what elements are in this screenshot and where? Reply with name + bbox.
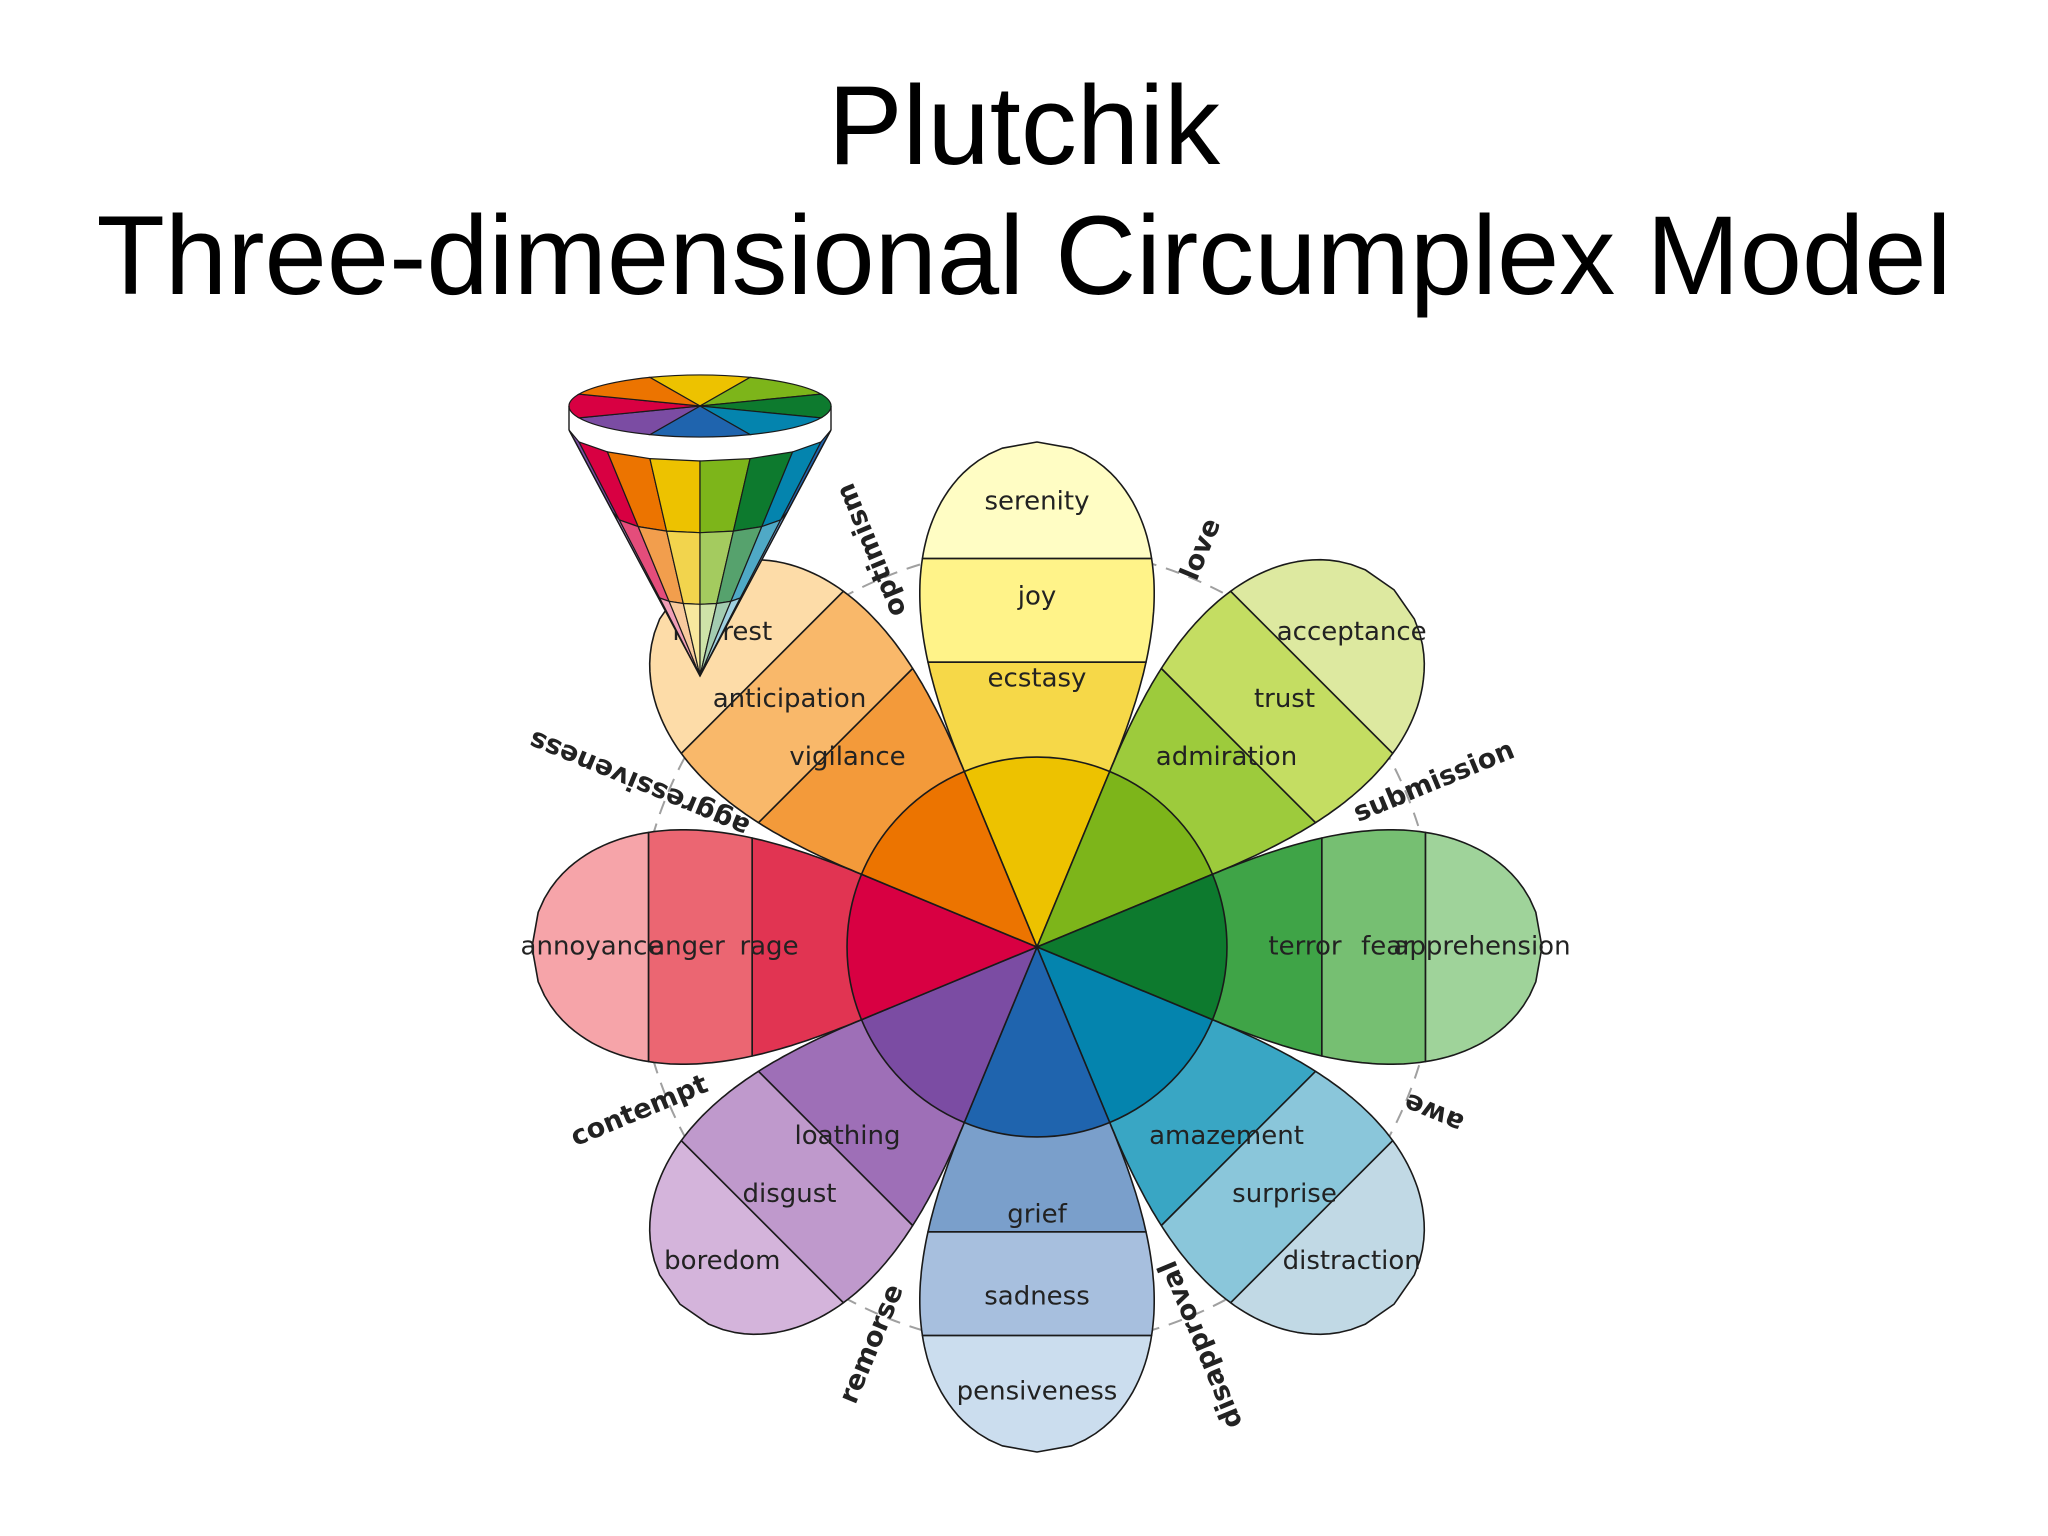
emotion-label-boredom: boredom xyxy=(664,1246,780,1276)
emotion-label-ecstasy: ecstasy xyxy=(988,664,1087,694)
petal-sadness-basic xyxy=(927,1121,1147,1233)
petal-disgust-tip xyxy=(648,1139,845,1336)
petal-anger-basic xyxy=(751,837,863,1057)
title-line-1: Plutchik xyxy=(827,63,1221,188)
petal-trust-mild xyxy=(1160,590,1394,824)
emotion-label-amazement: amazement xyxy=(1149,1121,1304,1151)
emotion-label-acceptance: acceptance xyxy=(1277,617,1427,647)
petal-fear-basic xyxy=(1211,837,1323,1057)
emotion-label-anger: anger xyxy=(649,932,725,962)
petal-surprise-intense xyxy=(1036,946,1214,1124)
petal-anger-tip xyxy=(531,831,650,1063)
emotion-label-serenity: serenity xyxy=(985,487,1090,517)
emotion-label-anticipation: anticipation xyxy=(713,684,867,714)
title-line-2: Three-dimensional Circumplex Model xyxy=(96,193,1952,318)
petal-fear-tip xyxy=(1424,831,1543,1063)
cone-rim-edge xyxy=(568,406,832,430)
petal-sadness-mild xyxy=(919,1231,1155,1337)
dyad-label-love: love xyxy=(1174,514,1227,585)
petal-sadness-intense xyxy=(963,946,1111,1138)
emotion-label-loathing: loathing xyxy=(795,1121,901,1151)
emotion-label-trust: trust xyxy=(1254,684,1315,714)
emotion-label-fear: fear xyxy=(1361,932,1413,962)
petal-joy-mild xyxy=(919,557,1155,663)
petal-anticipation-mild xyxy=(680,590,914,824)
emotion-label-disgust: disgust xyxy=(743,1179,837,1209)
cone-top-wedge xyxy=(699,405,823,436)
cone-top-wedge xyxy=(699,376,823,407)
petal-sadness-tip xyxy=(921,1334,1153,1453)
petal-anger-mild xyxy=(647,829,753,1065)
emotion-label-pensiveness: pensiveness xyxy=(957,1377,1118,1407)
emotion-label-rage: rage xyxy=(739,932,798,962)
petal-trust-tip xyxy=(1229,558,1426,755)
petals-group xyxy=(531,441,1543,1453)
emotion-label-distraction: distraction xyxy=(1283,1246,1421,1276)
petal-disgust-mild xyxy=(680,1070,914,1304)
emotion-label-admiration: admiration xyxy=(1156,742,1297,772)
petal-anticipation-intense xyxy=(860,770,1038,948)
cone-top-wedge xyxy=(647,405,753,438)
dyad-label-awe: awe xyxy=(1400,1086,1469,1138)
emotion-label-surprise: surprise xyxy=(1232,1179,1337,1209)
cone-top-wedge xyxy=(647,374,753,407)
petal-fear-mild xyxy=(1321,829,1427,1065)
emotion-label-terror: terror xyxy=(1268,932,1341,962)
petal-surprise-tip xyxy=(1229,1139,1426,1336)
petal-fear-intense xyxy=(1036,873,1228,1021)
3d-cone-model xyxy=(568,374,832,678)
emotion-label-grief: grief xyxy=(1007,1200,1067,1230)
petal-disgust-intense xyxy=(860,946,1038,1124)
emotion-label-annoyance: annoyance xyxy=(521,932,664,962)
petal-surprise-mild xyxy=(1160,1070,1394,1304)
petal-anger-intense xyxy=(846,873,1038,1021)
petal-labels-group: serenity joy ecstasy acceptance trust admirat… xyxy=(521,487,1571,1407)
petal-joy-tip xyxy=(921,441,1153,560)
emotion-label-joy: joy xyxy=(1017,582,1057,612)
emotion-label-apprehension: apprehension xyxy=(1393,932,1570,962)
petal-joy-intense xyxy=(963,756,1111,948)
cone-top-wedge xyxy=(577,405,701,436)
cone-top-wedge xyxy=(577,376,701,407)
emotion-label-vigilance: vigilance xyxy=(789,742,905,772)
emotion-label-sadness: sadness xyxy=(984,1282,1090,1312)
petal-joy-basic xyxy=(927,661,1147,773)
cone-outline xyxy=(568,429,832,678)
petal-trust-intense xyxy=(1036,770,1214,948)
